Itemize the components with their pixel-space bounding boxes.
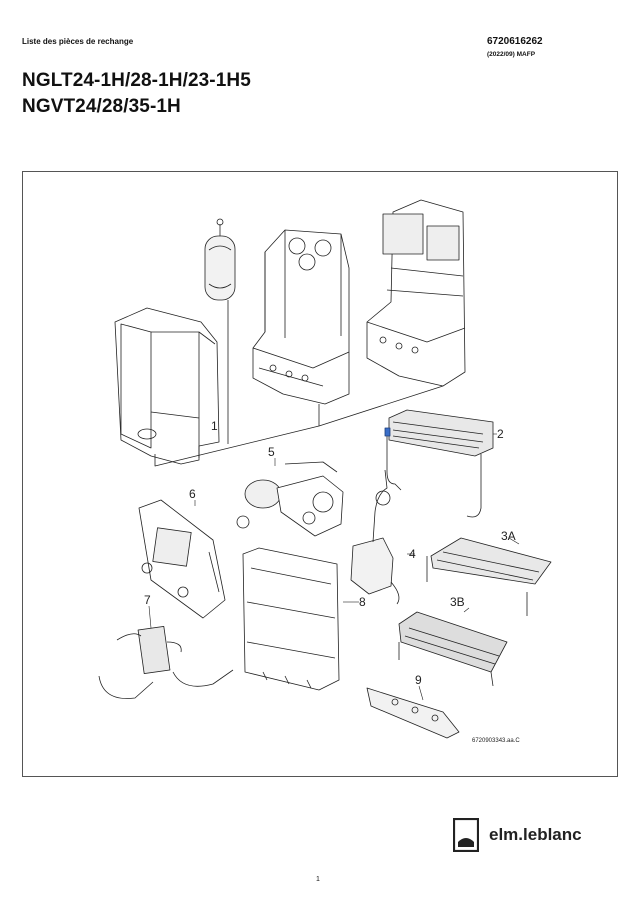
exploded-view-drawing: 1 2 3A 3B 4 5 6 7 8 9: [98, 199, 552, 739]
callout-1: 1: [211, 419, 218, 433]
pump-assembly-part: [236, 461, 344, 537]
combustion-chamber-part: [242, 547, 340, 691]
brand-logo: elm.leblanc: [452, 817, 582, 853]
heat-exchanger-part: [384, 409, 494, 518]
callout-8: 8: [359, 595, 366, 609]
doc-number: 6720616262: [487, 36, 543, 47]
brand-logo-icon: [452, 817, 480, 853]
callout-6: 6: [189, 487, 196, 501]
diagram-reference-code: 6720903343.aa.C: [472, 738, 520, 744]
chassis-frame-with-controls-part: [366, 199, 466, 387]
gas-manifold-part: [366, 687, 460, 739]
callout-3b: 3B: [450, 595, 465, 609]
callout-leaders: [148, 433, 520, 701]
doc-label: Liste des pièces de rechange: [22, 37, 134, 46]
callout-4: 4: [409, 547, 416, 561]
control-board-part: [138, 499, 226, 619]
plate-exchanger-part: [98, 626, 234, 699]
page-number: 1: [316, 876, 320, 883]
expansion-vessel-part: [204, 218, 236, 444]
gas-valve-part: [350, 469, 400, 605]
callout-5: 5: [268, 445, 275, 459]
page-title-line-1: NGLT24-1H/28-1H/23-1H5: [22, 70, 251, 91]
doc-date: (2022/09) MAFP: [487, 51, 536, 58]
front-casing-part: [114, 307, 220, 465]
burner-3b-part: [398, 611, 508, 687]
brand-logo-text: elm.leblanc: [489, 825, 582, 844]
callout-9: 9: [415, 673, 422, 687]
callout-2: 2: [497, 427, 504, 441]
chassis-frame-part: [252, 229, 350, 426]
callout-1-leader: [154, 385, 444, 467]
exploded-diagram: 1 2 3A 3B 4 5 6 7 8 9: [22, 171, 618, 777]
callout-7: 7: [144, 593, 151, 607]
page-title-line-2: NGVT24/28/35-1H: [22, 96, 181, 117]
burner-3a-part: [426, 537, 552, 616]
callout-3a: 3A: [501, 529, 516, 543]
